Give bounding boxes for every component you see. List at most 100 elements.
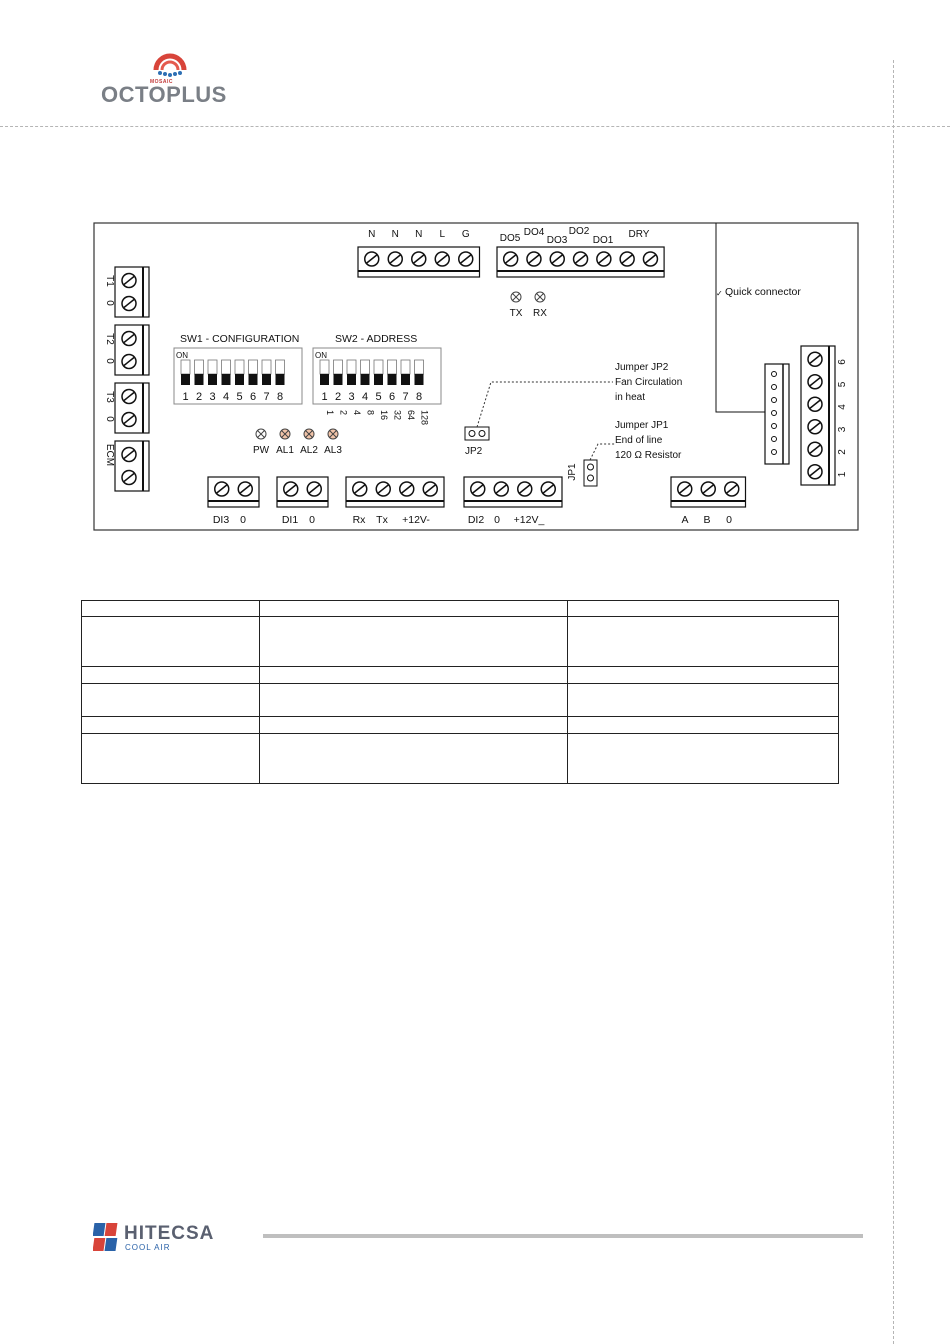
switch-on-label: ON xyxy=(176,351,188,360)
terminal-label: T2 xyxy=(104,333,115,345)
switch-number: 8 xyxy=(277,391,283,403)
switch-lever xyxy=(414,374,424,385)
bottom-terminal-label: A xyxy=(681,514,688,526)
power-label: N xyxy=(415,229,422,240)
switch-number: 6 xyxy=(250,391,256,403)
switch-lever xyxy=(208,374,217,385)
do-label: DO4 xyxy=(524,227,545,238)
table-row xyxy=(81,600,839,617)
switch-lever xyxy=(194,374,204,385)
screw-slot xyxy=(528,254,540,264)
do-label: DO1 xyxy=(593,235,614,246)
table-row xyxy=(81,666,839,684)
comm-led-label: TX xyxy=(510,308,523,319)
connector-pin xyxy=(771,449,777,455)
bottom-terminal-label: +12V- xyxy=(402,514,430,526)
switch-lever xyxy=(374,374,383,385)
bottom-terminal-label: DI2 xyxy=(468,514,485,526)
screw-slot xyxy=(389,254,401,264)
switch-slot xyxy=(333,359,343,375)
screw-slot xyxy=(542,484,554,494)
switch-lever xyxy=(248,374,258,385)
switch-number: 3 xyxy=(209,391,215,403)
switch-slot xyxy=(180,359,191,375)
switch-title: SW1 - CONFIGURATION xyxy=(180,333,299,345)
address-value: 1 xyxy=(325,410,335,415)
brand-subtitle: MOSAIC xyxy=(150,79,173,85)
screw-slot xyxy=(366,254,378,264)
jp2-note-line: Fan Circulation xyxy=(615,377,682,388)
right-terminal-number: 1 xyxy=(837,471,848,477)
led-cross xyxy=(305,430,313,438)
switch-slot xyxy=(414,359,424,375)
screw-slot xyxy=(123,356,135,367)
table-row xyxy=(81,733,839,784)
right-terminal-number: 2 xyxy=(837,449,848,455)
terminal-label: T3 xyxy=(104,391,115,403)
switch-number: 1 xyxy=(321,391,327,403)
connector-pin xyxy=(771,436,777,442)
connector-pin xyxy=(771,423,777,429)
header-divider xyxy=(0,126,950,127)
led-cross xyxy=(257,430,265,438)
switch-slot xyxy=(275,359,285,375)
switch-number: 4 xyxy=(362,391,368,403)
table-row xyxy=(81,616,839,667)
screw-slot xyxy=(726,484,738,494)
quick-connector xyxy=(764,363,790,465)
bottom-terminal-label: DI1 xyxy=(282,514,299,526)
quick-connector-line xyxy=(715,223,781,413)
power-label: N xyxy=(392,229,399,240)
led-cross xyxy=(536,293,544,301)
switch-slot xyxy=(207,359,218,375)
screw-slot xyxy=(519,484,531,494)
screw-slot xyxy=(285,484,297,494)
right-terminal-number: 3 xyxy=(837,426,848,432)
jp1-leader xyxy=(589,443,615,461)
status-led-label: AL1 xyxy=(276,445,294,456)
brand-name: OCTOPLUS xyxy=(101,82,227,107)
jp1-note-line: Jumper JP1 xyxy=(615,420,669,431)
address-value: 8 xyxy=(366,410,376,415)
switch-number: 7 xyxy=(263,391,269,403)
switch-number: 7 xyxy=(402,391,408,403)
screw-slot xyxy=(354,484,366,494)
connector-pin xyxy=(771,410,777,416)
bottom-terminal-label: 0 xyxy=(240,514,246,526)
led-cross xyxy=(512,293,520,301)
screw-slot xyxy=(621,254,633,264)
jumper-pin xyxy=(587,463,594,471)
screw-slot xyxy=(809,399,821,409)
switch-number: 6 xyxy=(389,391,395,403)
status-led-label: PW xyxy=(253,445,270,456)
footer-brand-name: HITECSA xyxy=(124,1223,215,1244)
right-terminal-number: 6 xyxy=(837,359,848,365)
screw-slot xyxy=(472,484,484,494)
switch-slot xyxy=(261,359,272,375)
do-label: DO3 xyxy=(547,235,568,246)
terminal-label: T1 xyxy=(104,275,115,287)
screw-slot xyxy=(460,254,472,264)
do-label: DO5 xyxy=(500,233,521,244)
screw-slot xyxy=(436,254,448,264)
bottom-terminal-label: 0 xyxy=(309,514,315,526)
screw-slot xyxy=(551,254,563,264)
bottom-terminal-label: Rx xyxy=(353,514,367,526)
jp1-label: JP1 xyxy=(567,463,578,481)
do-label: DRY xyxy=(629,229,650,240)
jumper-pin xyxy=(587,474,594,482)
table-row xyxy=(81,683,839,717)
screw-slot xyxy=(809,444,821,454)
address-value: 16 xyxy=(379,410,389,420)
terminal-pin-label: 0 xyxy=(104,416,115,422)
switch-lever xyxy=(275,374,285,385)
switch-slot xyxy=(194,359,204,375)
bottom-terminal-label: 0 xyxy=(726,514,732,526)
led-cross xyxy=(281,430,289,438)
power-label: G xyxy=(462,229,470,240)
